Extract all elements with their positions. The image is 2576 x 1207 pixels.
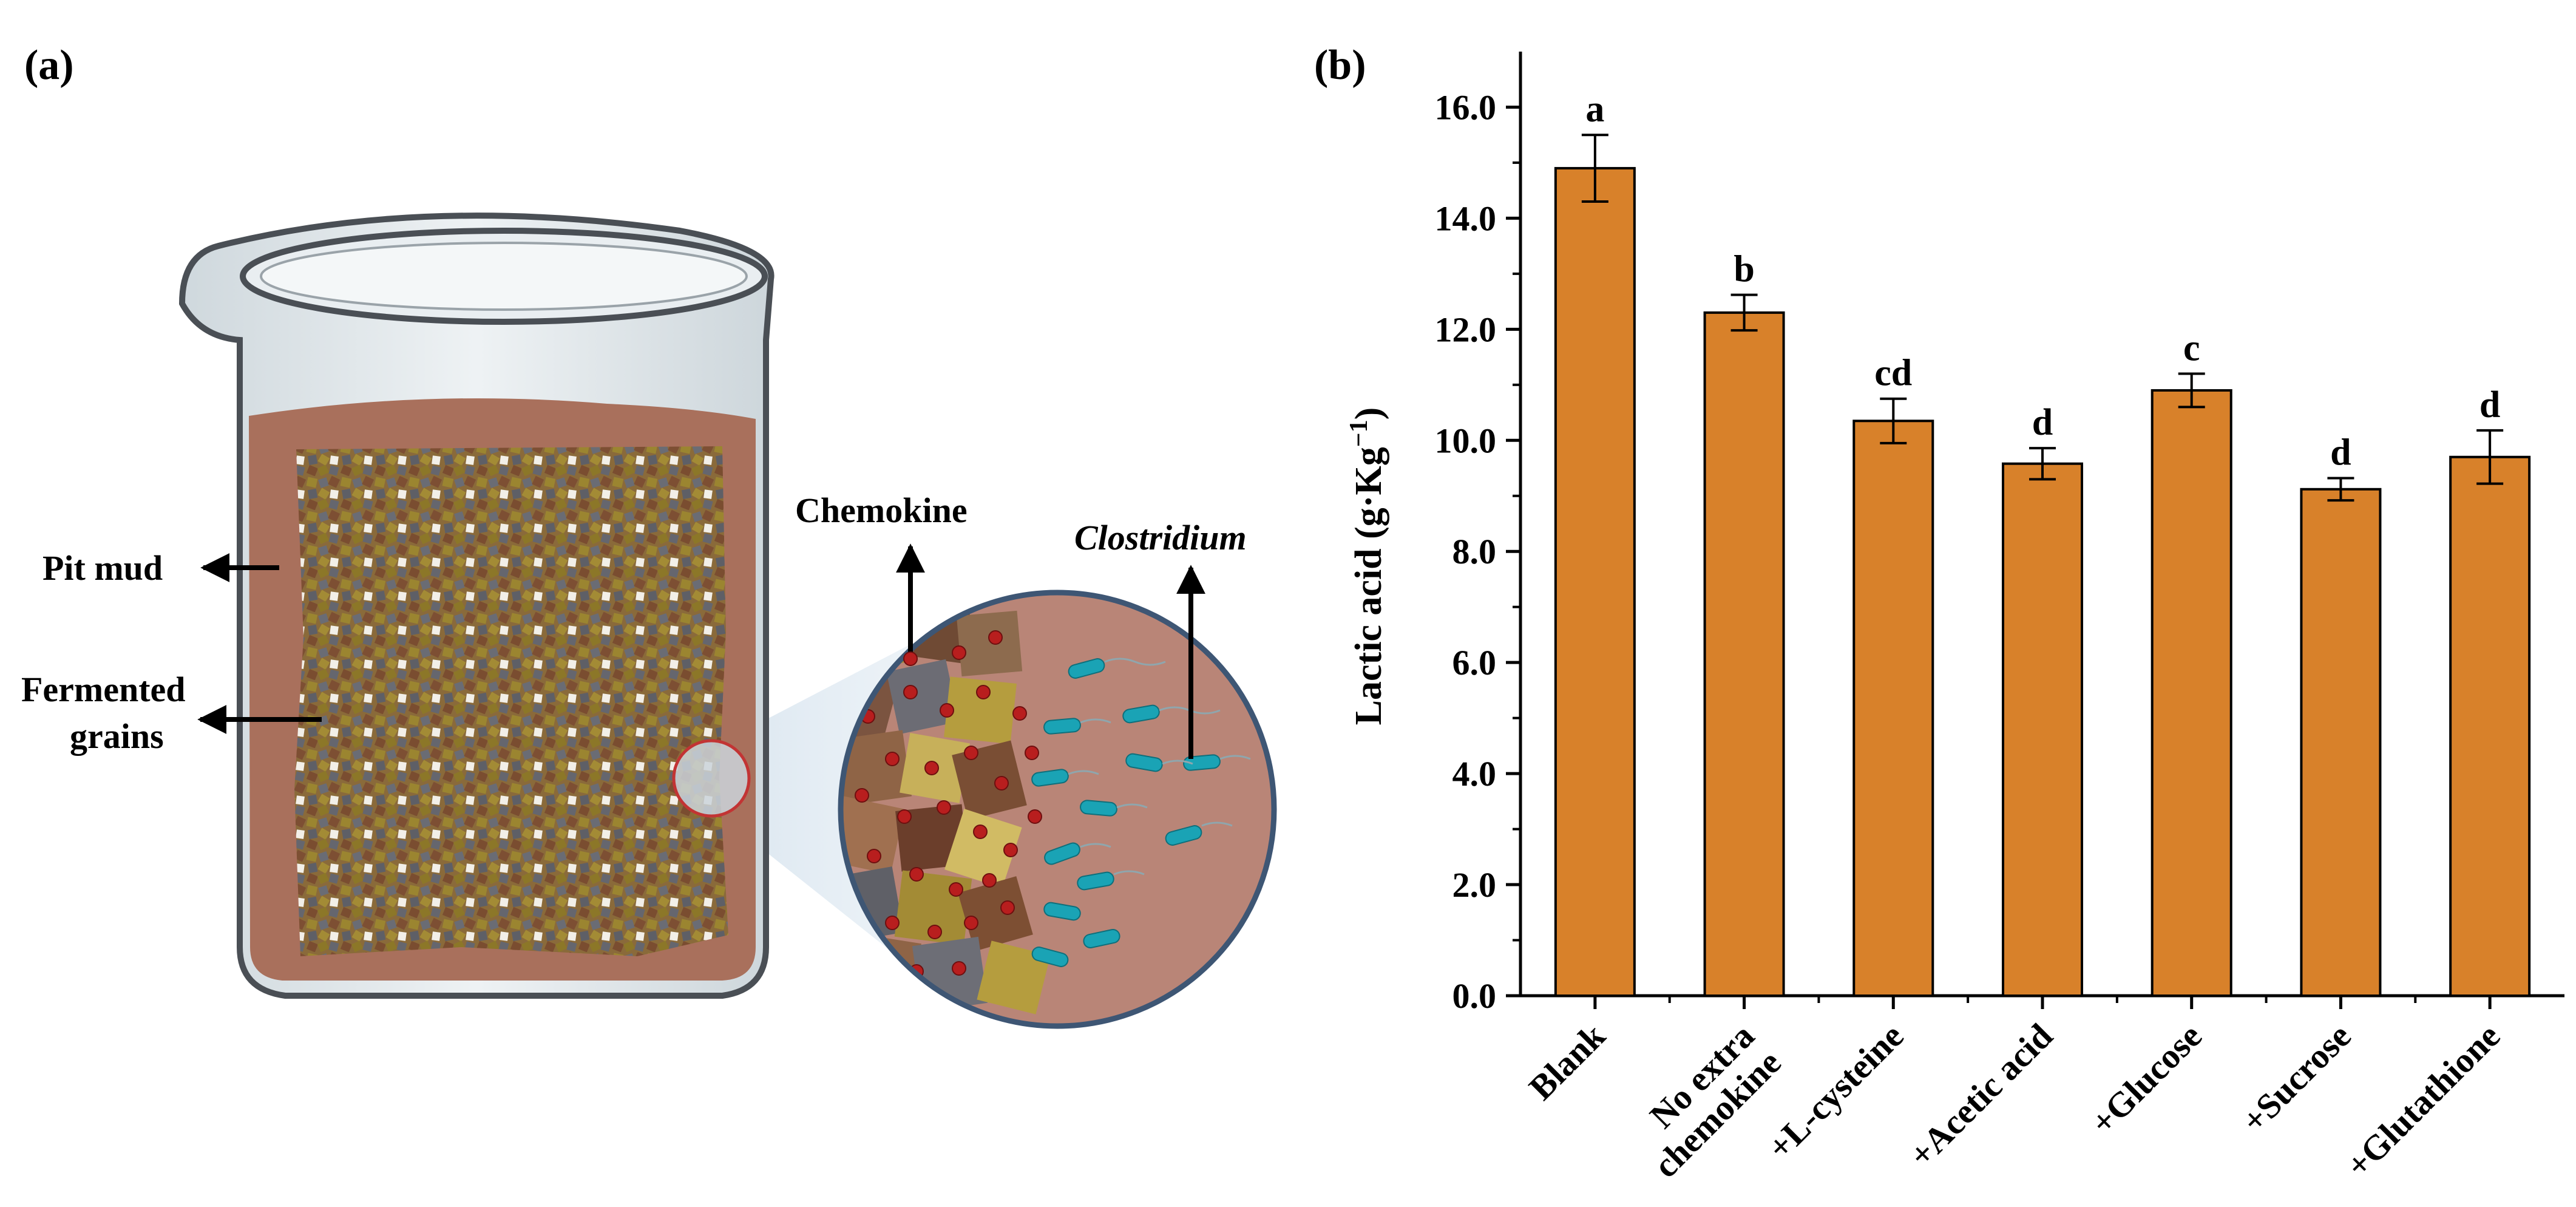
x-tick-label: +Acetic acid [1901, 1016, 2060, 1175]
fermented-grains [294, 446, 728, 956]
x-tick-label: +Sucrose [2234, 1016, 2358, 1140]
x-tick-label: +Glutathione [2338, 1016, 2507, 1185]
x-tick-label: +Glucose [2083, 1016, 2209, 1142]
magnifier-circle-icon [838, 590, 1277, 1029]
pit-mud-annotation: Pit mud [42, 548, 279, 588]
y-axis-label-main: Lactic acid (g·Kg [1348, 447, 1389, 725]
y-tick-label: 12.0 [1435, 310, 1497, 349]
y-tick-label: 6.0 [1452, 643, 1497, 682]
significance-label: c [2183, 328, 2200, 369]
y-axis-label-close: ) [1348, 407, 1389, 420]
y-axis-label: Lactic acid (g·Kg−1) [1345, 407, 1389, 726]
chemokine-label: Chemokine [795, 491, 968, 530]
y-tick-label: 16.0 [1435, 87, 1497, 127]
significance-label: a [1585, 89, 1604, 130]
x-tick-label-line: +Sucrose [2234, 1016, 2358, 1140]
pit-mud-label: Pit mud [42, 548, 163, 588]
x-tick-label: +L-cysteine [1760, 1016, 1911, 1167]
x-tick-label-line: +L-cysteine [1760, 1016, 1911, 1167]
bar [1554, 167, 1636, 997]
clostridium-annotation: Clostridium [1074, 518, 1247, 759]
y-tick-label: 8.0 [1452, 532, 1497, 571]
significance-label: d [2330, 432, 2351, 473]
x-tick-label-line: Blank [1521, 1016, 1613, 1107]
magnifier-spot-icon [672, 739, 751, 818]
clostridium-rods [1031, 658, 1221, 967]
bar [1703, 311, 1785, 997]
x-tick-label: Blank [1521, 1016, 1613, 1107]
bar [1852, 420, 1934, 997]
significance-label: d [2032, 402, 2053, 443]
y-tick-label: 4.0 [1452, 754, 1497, 794]
chemokine-annotation: Chemokine [795, 491, 968, 666]
bar [2449, 455, 2531, 997]
bar [2151, 389, 2232, 997]
y-tick-label: 10.0 [1435, 421, 1497, 460]
significance-label: b [1734, 249, 1754, 290]
panel-a-label: (a) [24, 42, 74, 89]
panel-b-label: (b) [1314, 42, 1366, 89]
clostridium-label: Clostridium [1074, 518, 1247, 557]
x-tick-label: No extrachemokine [1619, 1016, 1789, 1185]
beaker-icon [178, 212, 774, 999]
bar [2002, 462, 2083, 997]
y-tick-label: 0.0 [1452, 976, 1497, 1016]
x-tick-label-line: +Glucose [2083, 1016, 2209, 1142]
y-tick-label: 2.0 [1452, 865, 1497, 905]
fermented-grains-label-line1: Fermented [21, 670, 186, 709]
fermented-grains-annotation: Fermented grains [21, 670, 322, 756]
y-axis-label-unit-exponent: −1 [1345, 420, 1373, 447]
panel-a: (a) Pit mud Fermented grains [21, 42, 1277, 1029]
x-tick-label-line: +Acetic acid [1901, 1016, 2060, 1175]
bar-chart: 0.0 2.0 4.0 6.0 8.0 10.0 12.0 14.0 16.0 Lactic a… [1345, 52, 2564, 1185]
chemokine-dot-icon [903, 651, 918, 666]
x-tick-label-line: +Glutathione [2338, 1016, 2507, 1185]
bar [2300, 488, 2382, 997]
y-tick-label: 14.0 [1435, 199, 1497, 238]
panel-b: (b) 0.0 2.0 4.0 6.0 8.0 10.0 12.0 14.0 16.0 Lact… [1314, 42, 2564, 1185]
fermented-grains-label-line2: grains [70, 716, 164, 756]
significance-label: d [2479, 384, 2500, 426]
significance-label: cd [1874, 353, 1912, 394]
